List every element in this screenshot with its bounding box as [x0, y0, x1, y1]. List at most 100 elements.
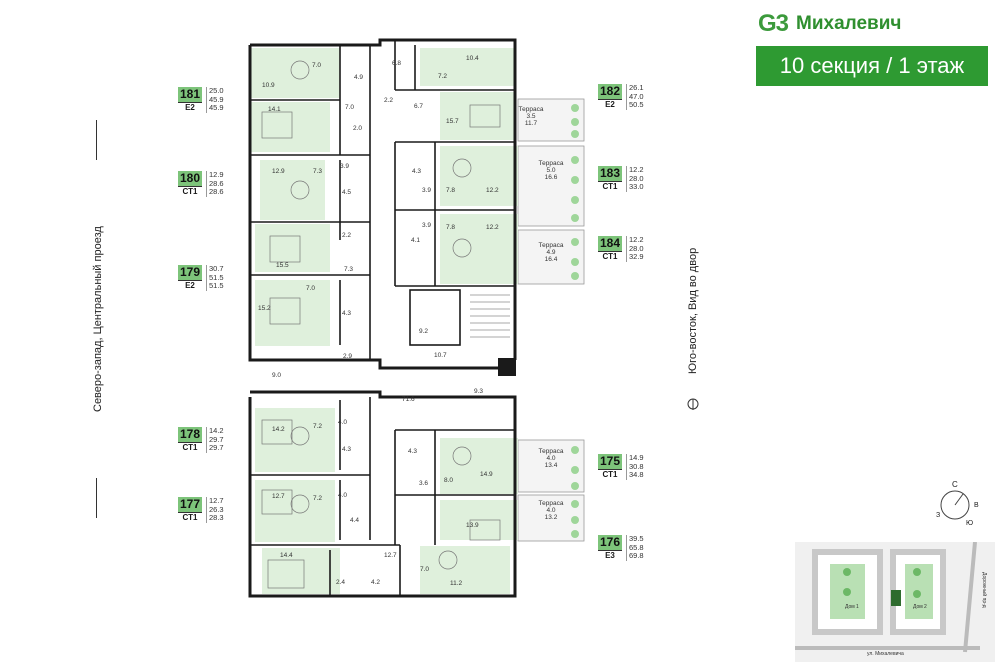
room-area: 15.7: [446, 118, 459, 125]
area-total: 28.0: [629, 243, 644, 253]
brand: G3 Михалевич: [758, 10, 901, 38]
area-living: 12.2: [629, 165, 644, 174]
outer-walls: [248, 38, 517, 598]
area-living: 25.0: [209, 86, 224, 95]
area-total: 26.3: [209, 504, 224, 514]
area-with-terrace: 45.9: [209, 103, 224, 113]
room-area: 12.2: [486, 187, 499, 194]
room-area: 9.3: [474, 388, 484, 395]
inner-walls: [250, 40, 515, 596]
room-area: 7.8: [446, 187, 456, 194]
room-area: 4.0: [338, 492, 348, 499]
location-icon: [687, 398, 699, 410]
room-area: 6.8: [392, 60, 402, 67]
room-area: 12.7: [384, 552, 397, 559]
stairs: [470, 294, 510, 338]
shaft: [498, 358, 516, 376]
room-area: 2.2: [384, 97, 394, 104]
area-with-terrace: 33.0: [629, 182, 644, 192]
apartment-type: E2: [598, 99, 622, 110]
area-living: 12.9: [209, 170, 224, 179]
area-total: 45.9: [209, 94, 224, 104]
room-area: 2.2: [342, 232, 352, 239]
room-area: 4.3: [342, 310, 352, 317]
compass-s: Ю: [966, 520, 974, 527]
room-area: 7.8: [446, 224, 456, 231]
minimap-drawing: [795, 541, 980, 653]
room-area: 7.3: [344, 266, 354, 273]
area-with-terrace: 69.8: [629, 551, 644, 561]
apartment-number: 184: [598, 236, 622, 251]
area-total: 30.8: [629, 461, 644, 471]
room-area: 12.9: [272, 168, 285, 175]
room-area: 7.0: [312, 62, 322, 69]
site-minimap: Дом 1 Дом 2 ул. Михалевича Дорожный пр-д: [795, 541, 995, 662]
area-living: 30.7: [209, 264, 224, 273]
room-area: 4.3: [408, 448, 418, 455]
room-area: 3.9: [340, 163, 350, 170]
compass-n: С: [952, 480, 958, 489]
area-living: 14.2: [209, 426, 224, 435]
apartment-type: E3: [598, 550, 622, 561]
minimap-house-2: Дом 2: [913, 604, 927, 610]
room-area: 13.9: [466, 522, 479, 529]
apartment-number: 183: [598, 166, 622, 181]
compass-icon: [940, 490, 970, 520]
apartment-type: СТ1: [598, 469, 622, 480]
apartment-type: СТ1: [598, 181, 622, 192]
area-living: 12.2: [629, 235, 644, 244]
apartment-type: СТ1: [598, 251, 622, 262]
room-area: 7.0: [306, 285, 316, 292]
area-living: 14.9: [629, 453, 644, 462]
furniture: [261, 60, 501, 589]
minimap-house-1: Дом 1: [845, 604, 859, 610]
area-total: 28.6: [209, 178, 224, 188]
room-area: 14.4: [280, 552, 293, 559]
apartment-number: 179: [178, 265, 202, 280]
area-with-terrace: 28.6: [209, 187, 224, 197]
apartment-number: 175: [598, 454, 622, 469]
apartment-type: СТ1: [178, 186, 202, 197]
area-living: 12.7: [209, 496, 224, 505]
room-area: 6.7: [414, 103, 424, 110]
apartment-type: E2: [178, 280, 202, 291]
room-area: 9.0: [272, 372, 282, 379]
area-total: 65.8: [629, 542, 644, 552]
area-with-terrace: 51.5: [209, 281, 224, 291]
apartment-type: СТ1: [178, 512, 202, 523]
room-area: 9.2: [419, 328, 429, 335]
room-area: 3.9: [422, 222, 432, 229]
area-with-terrace: 29.7: [209, 443, 224, 453]
apartment-number: 178: [178, 427, 202, 442]
room-area: 3.9: [422, 187, 432, 194]
room-area: 8.0: [444, 477, 454, 484]
area-with-terrace: 50.5: [629, 100, 644, 110]
room-area: 2.9: [343, 353, 353, 360]
area-total: 28.0: [629, 173, 644, 183]
apartment-type: СТ1: [178, 442, 202, 453]
area-living: 26.1: [629, 83, 644, 92]
area-total: 47.0: [629, 91, 644, 101]
street-left-line-bottom: [96, 478, 97, 518]
room-area: 3.6: [419, 480, 429, 487]
apartment-number: 181: [178, 87, 202, 102]
room-area: 14.9: [480, 471, 493, 478]
room-area: 4.1: [411, 237, 421, 244]
room-area: 2.0: [353, 125, 363, 132]
room-area: 4.5: [342, 189, 352, 196]
